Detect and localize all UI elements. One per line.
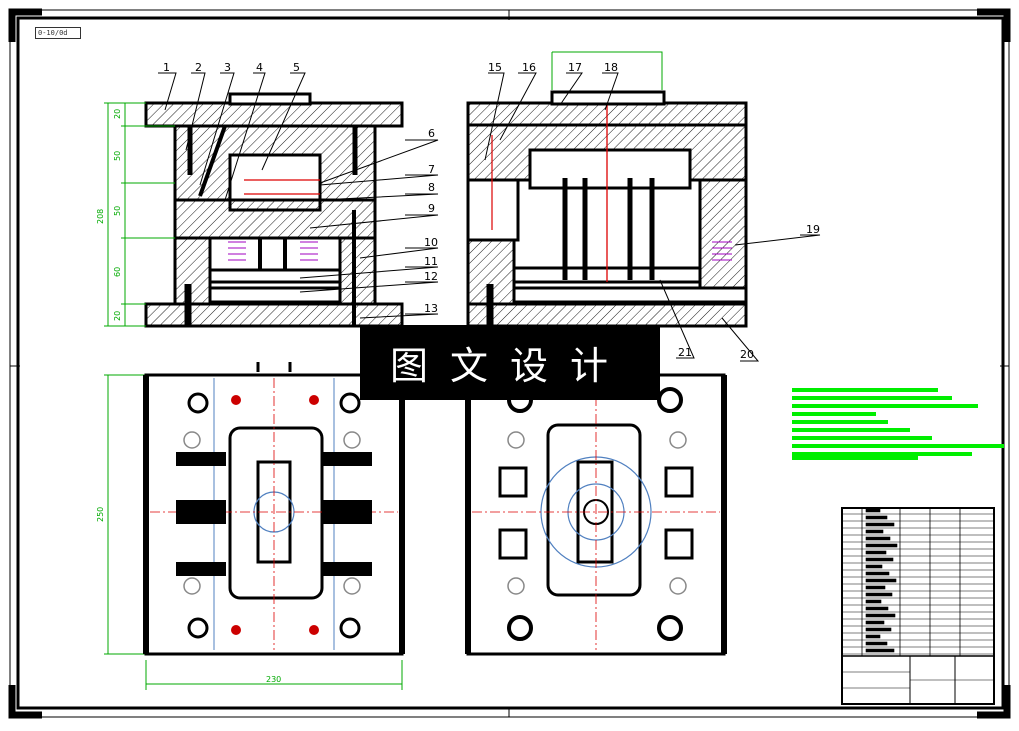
bom-cell-block [865, 599, 882, 604]
bom-cell-block [865, 620, 885, 625]
dim-208: 208 [96, 209, 105, 224]
title-block [841, 507, 995, 705]
part-label: 9 [428, 202, 435, 215]
spring-icon [712, 241, 732, 261]
dim-60: 60 [113, 267, 122, 277]
part-label: 13 [424, 302, 438, 315]
bom-cell-block [865, 578, 897, 583]
bom-cell-block [865, 571, 890, 576]
bom-cell-block [865, 613, 896, 618]
part-label: 12 [424, 270, 438, 283]
part-label: 19 [806, 223, 820, 236]
dim-20-bottom: 20 [113, 311, 122, 321]
sheet-border [8, 8, 1011, 719]
dimension-lines [104, 102, 403, 690]
bom-cell-block [865, 557, 894, 562]
part-label: 7 [428, 163, 435, 176]
part-label: 8 [428, 181, 435, 194]
part-label: 5 [293, 61, 300, 74]
section-view-right [466, 51, 748, 328]
dimension-texts: 20 50 50 208 60 20 250 230 [96, 109, 281, 684]
bom-cell-block [865, 648, 895, 653]
bom-cell-block [865, 641, 888, 646]
bom-cell-block [865, 543, 898, 548]
part-label: 15 [488, 61, 502, 74]
bom-cell-block [865, 515, 888, 520]
bom-cell-block [865, 627, 892, 632]
dim-50-b: 50 [113, 206, 122, 216]
bom-cell-block [865, 522, 895, 527]
bom-cell-block [865, 585, 886, 590]
spring-icon [228, 241, 318, 261]
watermark-banner: 图文设计 [360, 325, 660, 400]
dim-20-top: 20 [113, 109, 122, 119]
section-view-left [144, 92, 404, 328]
bom-cell-block [865, 634, 881, 639]
part-label: 4 [256, 61, 263, 74]
dim-250: 250 [96, 507, 105, 522]
part-label: 1 [163, 61, 170, 74]
bom-cell-block [865, 550, 887, 555]
bom-cell-block [865, 536, 891, 541]
bom-cell-block [865, 529, 884, 534]
screw-hole-icon [231, 395, 319, 635]
bom-cell-block [865, 564, 883, 569]
part-label: 17 [568, 61, 582, 74]
plan-view-left [143, 362, 405, 656]
plan-view-right [465, 373, 727, 656]
part-label: 11 [424, 255, 438, 268]
part-label: 3 [224, 61, 231, 74]
bom-cell-block [865, 508, 881, 513]
part-label: 20 [740, 348, 754, 361]
dim-50-a: 50 [113, 151, 122, 161]
drawing-number-tag: 0-10/0d [35, 27, 81, 39]
bom-cell-block [865, 606, 889, 611]
part-label: 2 [195, 61, 202, 74]
leader-lines [158, 72, 821, 362]
technical-notes [792, 388, 1004, 460]
part-number-labels: 1 2 3 4 5 6 7 8 9 10 11 12 13 15 16 17 1… [163, 61, 820, 361]
part-label: 10 [424, 236, 438, 249]
part-label: 16 [522, 61, 536, 74]
bom-cell-block [865, 592, 893, 597]
part-label: 6 [428, 127, 435, 140]
part-label: 18 [604, 61, 618, 74]
dim-230: 230 [266, 675, 281, 684]
part-label: 21 [678, 346, 692, 359]
